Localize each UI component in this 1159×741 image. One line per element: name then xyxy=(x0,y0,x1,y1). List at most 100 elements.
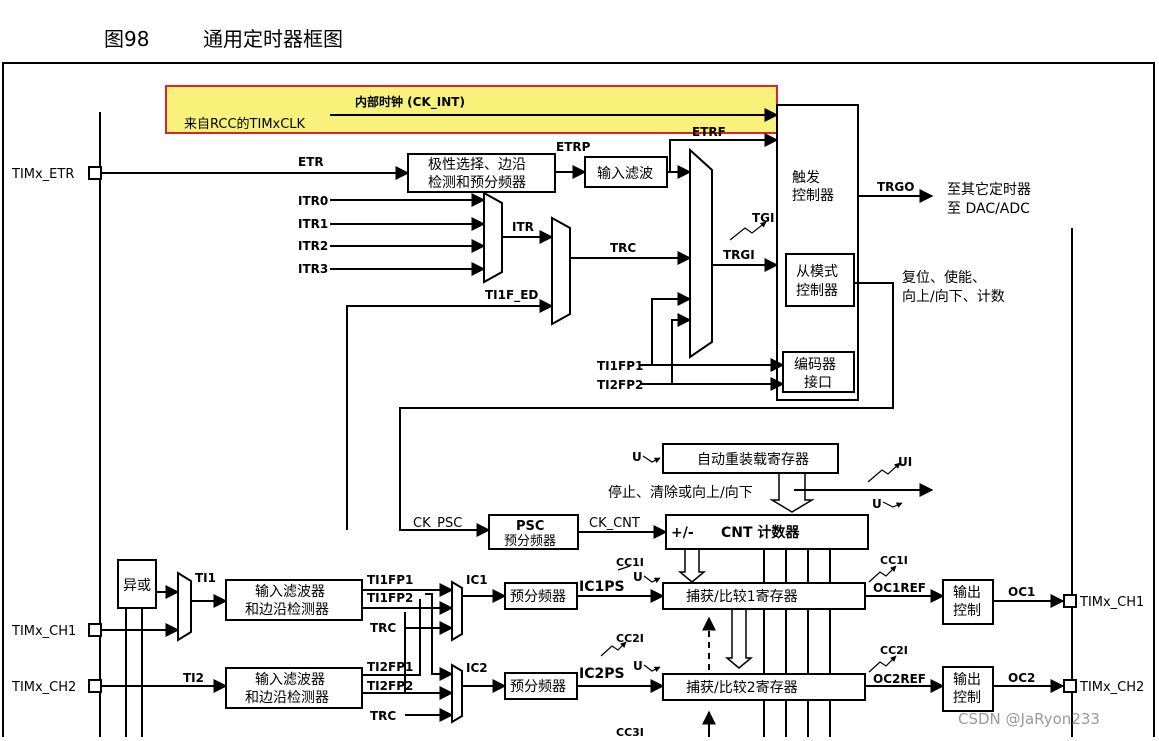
ic1ps-label: IC1PS xyxy=(579,579,625,595)
ti1-label: TI1 xyxy=(195,571,216,585)
cc1i-left-symbol xyxy=(617,565,631,571)
itr1-label: ITR1 xyxy=(298,217,328,231)
etr-label: ETR xyxy=(298,155,324,169)
u-label-arr: U xyxy=(632,450,642,464)
psc-line2: 预分频器 xyxy=(504,534,556,549)
output1-line2: 控制 xyxy=(953,603,981,619)
ti1f-ed-label: TI1F_ED xyxy=(485,288,538,303)
output-control2 xyxy=(942,666,994,712)
stop-clear-label: 停止、清除或向上/向下 xyxy=(608,484,753,501)
slave-mode-controller xyxy=(785,253,855,307)
cc2i-right-symbol xyxy=(868,655,897,673)
internal-clock-label: 内部时钟 (CK_INT) xyxy=(355,94,465,110)
u-ui-symbol xyxy=(882,501,903,508)
output2-line2: 控制 xyxy=(953,690,981,706)
ti2-label: TI2 xyxy=(183,671,204,685)
ch2-in-pin-label: TIMx_CH2 xyxy=(11,680,76,695)
itr-mux xyxy=(483,191,503,284)
trigger-mux xyxy=(689,147,713,359)
ch2-ti2fp2-label: TI2FP2 xyxy=(367,679,413,693)
encoder-line2: 接口 xyxy=(804,374,832,391)
etrf-wire xyxy=(669,133,779,172)
cnt-to-cc1-arrow xyxy=(677,549,707,583)
u-label-cc1: U xyxy=(633,570,643,584)
cc1i-right-label: CC1I xyxy=(880,554,908,567)
ch2-out-pin-label: TIMx_CH2 xyxy=(1079,680,1144,695)
trgi-label: TRGI xyxy=(723,248,755,262)
auto-reload-register xyxy=(662,443,839,474)
ch1-trc-label: TRC xyxy=(370,621,396,635)
ti1f-ed-wire xyxy=(346,299,554,530)
ic2ps-label: IC2PS xyxy=(579,666,625,682)
itr2-label: ITR2 xyxy=(298,239,328,253)
ti1fp1-label: TI1FP1 xyxy=(597,359,643,373)
ui-symbol xyxy=(867,462,901,483)
tgi-label: TGI xyxy=(752,211,775,225)
diagram-frame xyxy=(2,62,1155,741)
itr3-label: ITR3 xyxy=(298,262,328,276)
oc2-label: OC2 xyxy=(1008,671,1035,685)
prescaler2-block xyxy=(504,672,578,700)
rcc-clock-label: 来自RCC的TIMxCLK xyxy=(184,116,306,132)
ch2-trc-label: TRC xyxy=(370,709,396,723)
capture2-label: 捕获/比较2寄存器 xyxy=(686,679,798,696)
watermark: CSDN @JaRyon233 xyxy=(958,710,1100,728)
ti1-mux xyxy=(177,571,192,642)
ic2-mux xyxy=(451,663,463,724)
cnt-plus-minus: +/- xyxy=(671,525,694,541)
ti2fp1-cross xyxy=(362,599,421,676)
trgo-target-line2: 至 DAC/ADC xyxy=(947,201,1030,217)
cc1i-left-label: CC1I xyxy=(616,556,644,569)
u-label-cc2: U xyxy=(633,659,643,673)
prescaler2-label: 预分频器 xyxy=(510,679,566,695)
u-cc2-symbol xyxy=(643,664,661,673)
xor-block xyxy=(117,559,157,609)
polarity-prescaler-block xyxy=(407,153,556,193)
trc-label: TRC xyxy=(610,241,636,255)
capture1-label: 捕获/比较1寄存器 xyxy=(686,588,798,605)
controller-frame xyxy=(776,104,859,401)
cc1i-right-symbol xyxy=(868,565,897,583)
filter2-line1: 输入滤波器 xyxy=(255,672,325,688)
cnt-counter-block xyxy=(665,514,869,550)
oc2ref-label: OC2REF xyxy=(873,672,926,686)
output1-line1: 输出 xyxy=(953,585,981,601)
tgi-symbol xyxy=(729,221,767,241)
filter1-line2: 和边沿检测器 xyxy=(245,602,329,618)
input-filter-label: 输入滤波 xyxy=(597,166,653,182)
ck-psc-label: CK_PSC xyxy=(413,516,462,531)
slave-mode-line1: 从模式 xyxy=(796,264,838,280)
ch1-ti1fp2-label: TI1FP2 xyxy=(367,591,413,605)
encoder-interface xyxy=(782,351,855,393)
slave-out-line2: 向上/向下、计数 xyxy=(902,289,1005,305)
etr-pin-pad xyxy=(88,166,102,180)
figure-title: 通用定时器框图 xyxy=(203,27,343,51)
cc2i-right-label: CC2I xyxy=(880,644,908,657)
polarity-line1: 极性选择、边沿 xyxy=(428,157,526,173)
trigger-controller-line2: 控制器 xyxy=(792,188,834,204)
cc3i-label: CC3I xyxy=(616,726,644,737)
filter1-block xyxy=(225,579,363,621)
itr-label: ITR xyxy=(512,220,534,234)
oc1ref-label: OC1REF xyxy=(873,581,926,595)
arr-to-cnt-arrow xyxy=(769,473,815,513)
output-control1 xyxy=(942,579,994,625)
etrp-label: ETRP xyxy=(556,140,591,154)
slave-out-line1: 复位、使能、 xyxy=(902,269,986,286)
trc-mux xyxy=(551,216,571,326)
ti2fp2-label: TI2FP2 xyxy=(597,378,643,392)
ck-cnt-label: CK_CNT xyxy=(589,516,640,531)
output2-line1: 输出 xyxy=(953,672,981,688)
ch2-ti2fp1-wire xyxy=(425,593,454,681)
figure-number: 图98 xyxy=(104,27,149,51)
ic1-mux xyxy=(451,580,463,642)
ck-psc-wire xyxy=(399,282,894,537)
ch1-ti1fp1-label: TI1FP1 xyxy=(367,573,413,587)
oc1-label: OC1 xyxy=(1008,585,1035,599)
psc-line1: PSC xyxy=(516,519,544,534)
ic2-label: IC2 xyxy=(466,661,488,675)
encoder-line1: 编码器 xyxy=(794,357,836,373)
u-cc1-symbol xyxy=(643,575,661,584)
ti1fp1-to-mux xyxy=(651,292,692,365)
